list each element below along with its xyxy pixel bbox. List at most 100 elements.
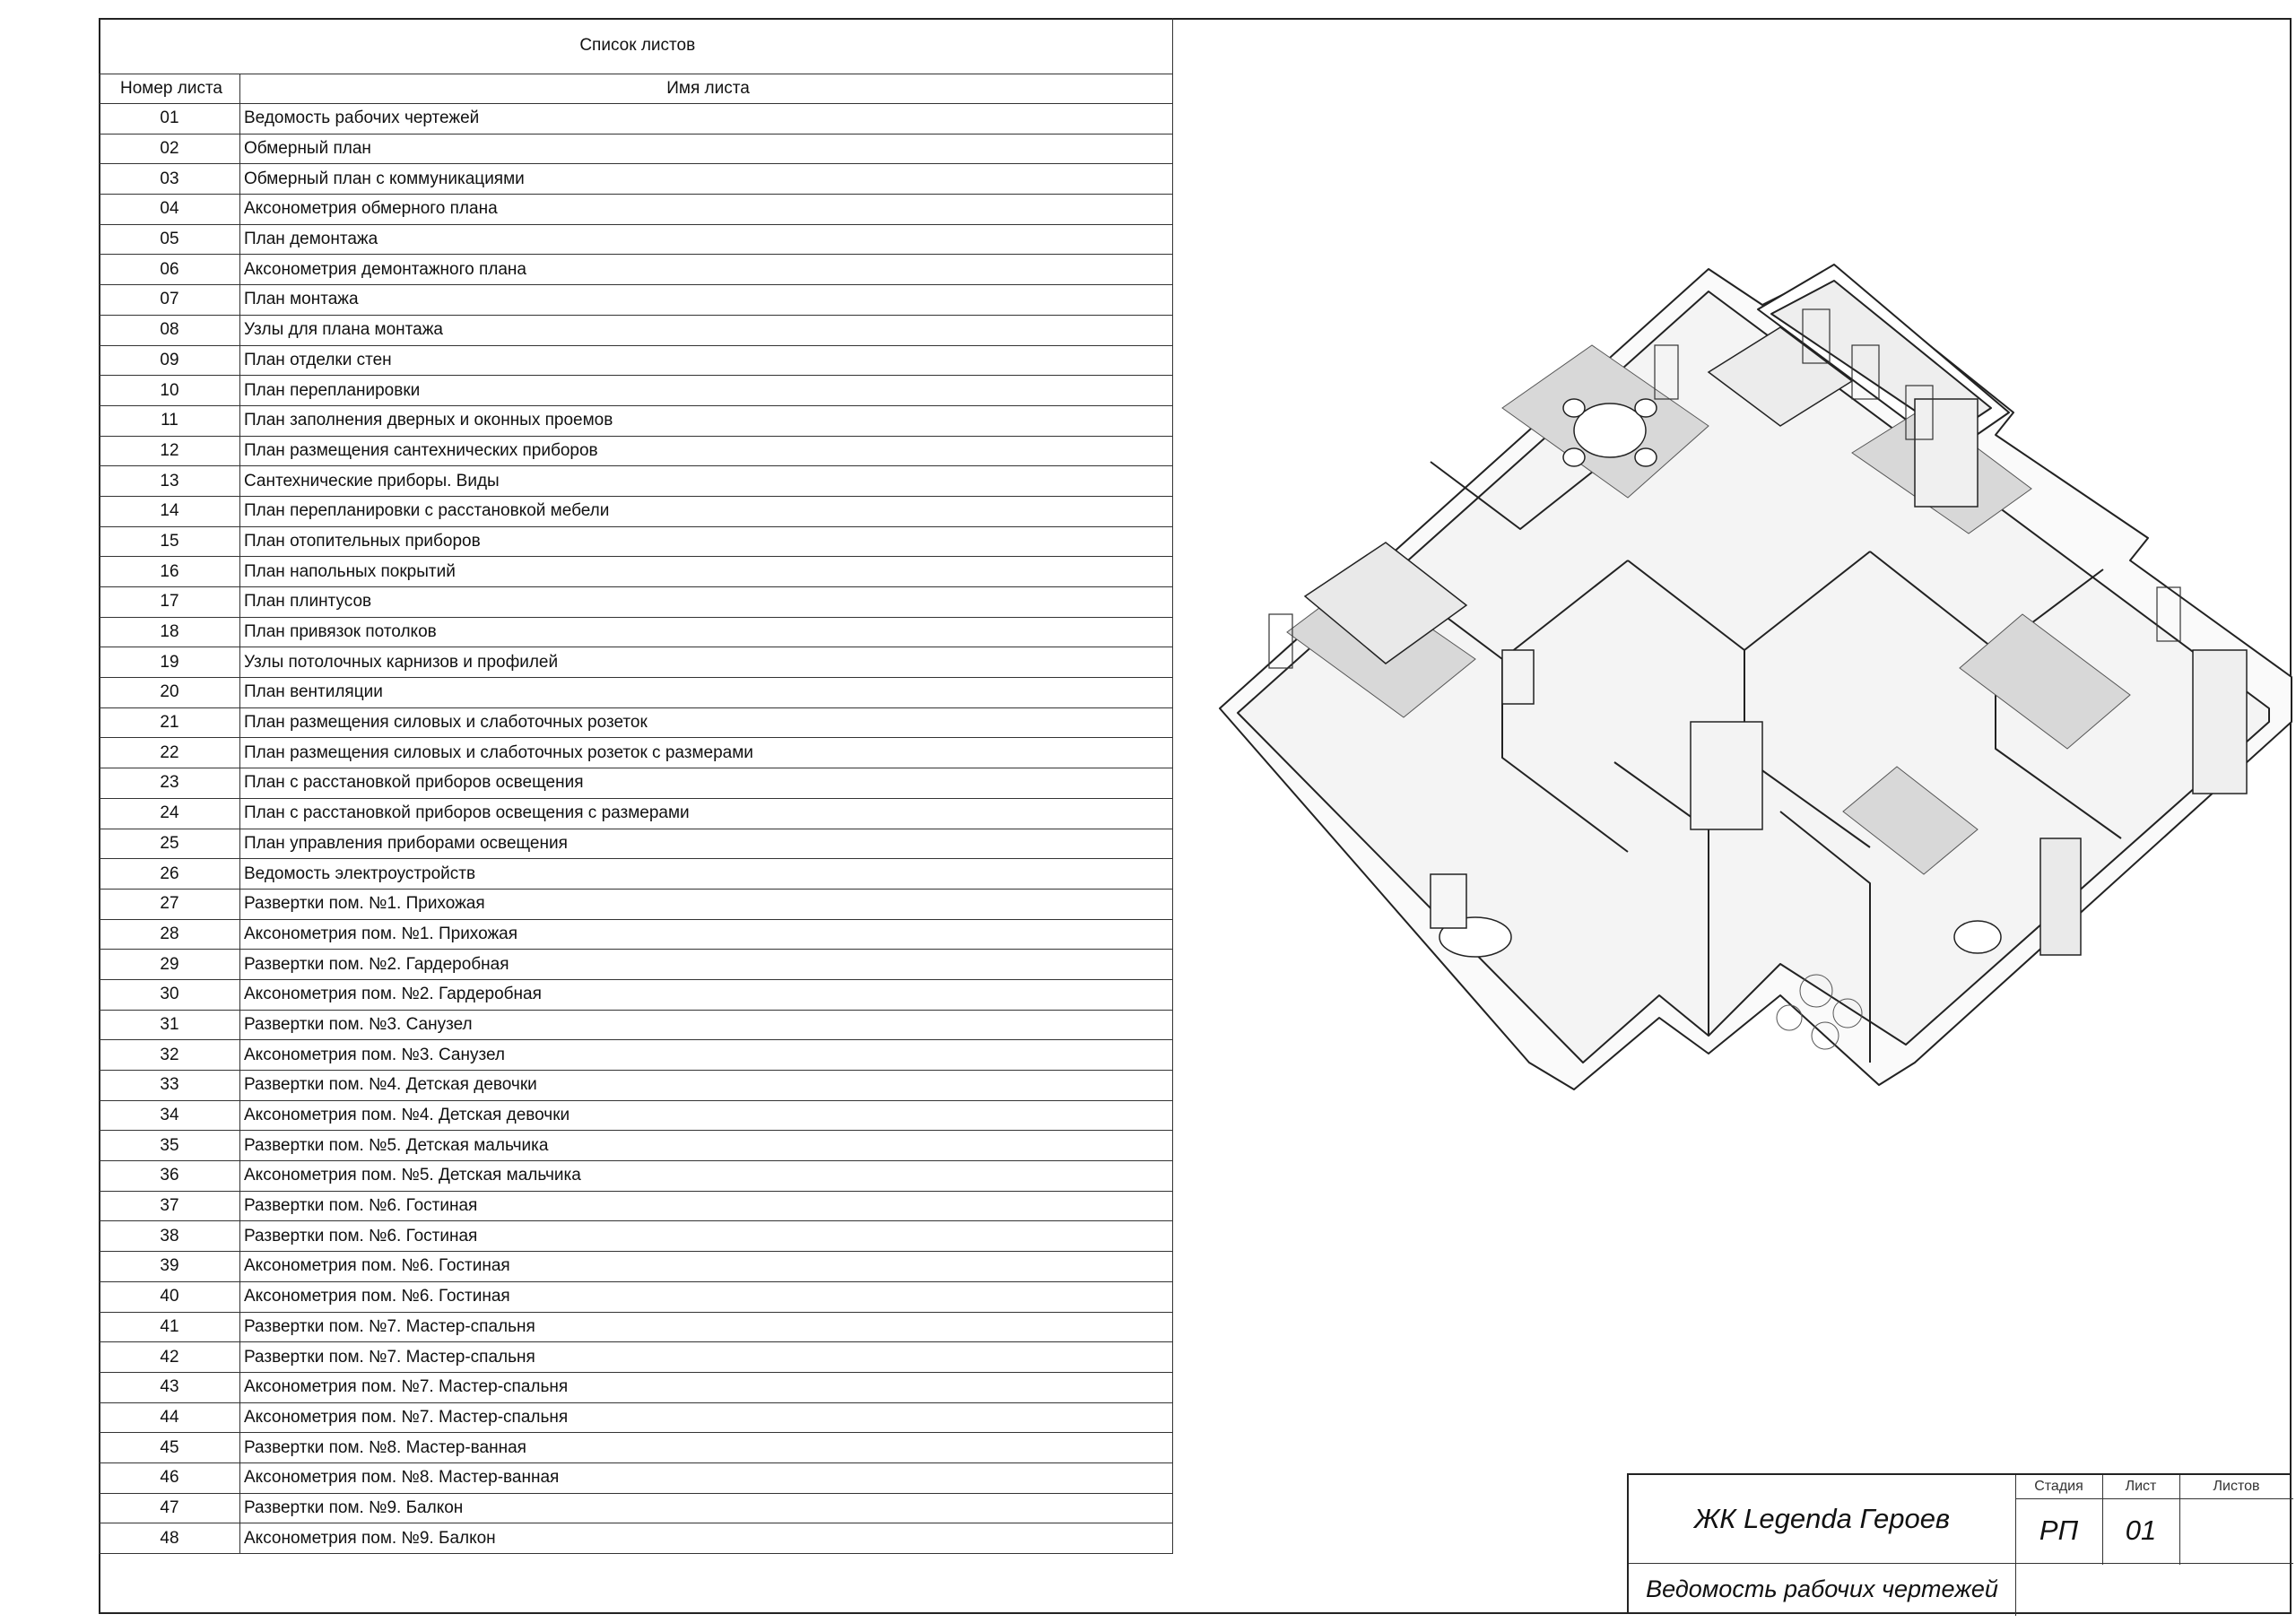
sheet-number: 33 xyxy=(99,1070,240,1101)
sheet-name: План демонтажа xyxy=(239,223,1173,256)
column-header-number: Номер листа xyxy=(99,74,240,104)
sheet-name: Аксонометрия пом. №5. Детская мальчика xyxy=(239,1160,1173,1192)
sheet-number: 25 xyxy=(99,828,240,860)
sheet-number: 01 xyxy=(99,103,240,135)
dining-table xyxy=(1573,403,1647,458)
sheet-name: Развертки пом. №9. Балкон xyxy=(239,1492,1173,1524)
sheet-name: Аксонометрия обмерного плана xyxy=(239,194,1173,225)
sheet-name: Аксонометрия пом. №9. Балкон xyxy=(239,1523,1173,1554)
sheet-name: План вентиляции xyxy=(239,677,1173,708)
sheet-name: План перепланировки с расстановкой мебел… xyxy=(239,495,1173,527)
sheet-number: 35 xyxy=(99,1130,240,1162)
sheets-value xyxy=(2179,1498,2293,1563)
sheet-number: 11 xyxy=(99,404,240,437)
sheet-name: Аксонометрия пом. №2. Гардеробная xyxy=(239,978,1173,1011)
sheet-name: План с расстановкой приборов освещения xyxy=(239,768,1173,799)
sheet-name: План управления приборами освещения xyxy=(239,828,1173,860)
sheet-name: План монтажа xyxy=(239,284,1173,316)
sheet-number: 26 xyxy=(99,858,240,890)
sheet-name: Аксонометрия пом. №6. Гостиная xyxy=(239,1251,1173,1282)
sheet-number: 21 xyxy=(99,707,240,739)
apartment-axonometry xyxy=(1219,264,2292,1090)
sheet-number: 20 xyxy=(99,677,240,708)
sheet-name: Развертки пом. №3. Санузел xyxy=(239,1009,1173,1041)
sheet-number: 28 xyxy=(99,918,240,950)
sheet-name: План перепланировки xyxy=(239,375,1173,406)
sheet-name: План размещения силовых и слаботочных ро… xyxy=(239,737,1173,769)
sheet-number: 39 xyxy=(99,1251,240,1282)
washbasin xyxy=(1953,920,2002,954)
sheet-number: 46 xyxy=(99,1462,240,1494)
sheet-title: Ведомость рабочих чертежей xyxy=(1646,1575,1998,1602)
sheet-name: Обмерный план xyxy=(239,133,1173,165)
sheet-number: 47 xyxy=(99,1492,240,1524)
sheet-number: 12 xyxy=(99,435,240,467)
stage-value: РП xyxy=(2039,1515,2079,1546)
sheet-name: Ведомость электроустройств xyxy=(239,858,1173,890)
sheet-number: 38 xyxy=(99,1220,240,1253)
sheet-number: 09 xyxy=(99,344,240,377)
sheet-number: 34 xyxy=(99,1099,240,1132)
sheet-number: 16 xyxy=(99,556,240,587)
sheet-name: Аксонометрия пом. №1. Прихожая xyxy=(239,918,1173,950)
project-name: ЖК Legenda Героев xyxy=(1693,1503,1951,1534)
sheet-name: Аксонометрия пом. №3. Санузел xyxy=(239,1039,1173,1071)
sheet-number: 24 xyxy=(99,797,240,829)
sheet-number: 48 xyxy=(99,1523,240,1554)
sheet-number: 17 xyxy=(99,586,240,618)
sheet-name: Развертки пом. №8. Мастер-ванная xyxy=(239,1432,1173,1463)
sheet-name: План отопительных приборов xyxy=(239,525,1173,558)
sheet-name: Узлы для плана монтажа xyxy=(239,314,1173,346)
sheet-number: 06 xyxy=(99,254,240,286)
sheet-number: 44 xyxy=(99,1402,240,1434)
sheet-number: 32 xyxy=(99,1039,240,1071)
sheet-name: План привязок потолков xyxy=(239,616,1173,648)
sheet-name: План размещения сантехнических приборов xyxy=(239,435,1173,467)
sheet-number: 03 xyxy=(99,163,240,195)
column-header-name: Имя листа xyxy=(239,74,1173,104)
sheet-number: 40 xyxy=(99,1280,240,1313)
sheet-number: 42 xyxy=(99,1341,240,1373)
sheet-number: 43 xyxy=(99,1371,240,1403)
sheet-number: 14 xyxy=(99,495,240,527)
sheet-name: Развертки пом. №6. Гостиная xyxy=(239,1190,1173,1222)
sheet-name: План отделки стен xyxy=(239,344,1173,377)
sheet-name: Аксонометрия пом. №4. Детская девочки xyxy=(239,1099,1173,1132)
sheet-number: 27 xyxy=(99,888,240,920)
sheet-number: 31 xyxy=(99,1009,240,1041)
sheet-label: Лист xyxy=(2125,1479,2157,1494)
sheet-name: Аксонометрия пом. №7. Мастер-спальня xyxy=(239,1402,1173,1434)
sheet-number: 22 xyxy=(99,737,240,769)
